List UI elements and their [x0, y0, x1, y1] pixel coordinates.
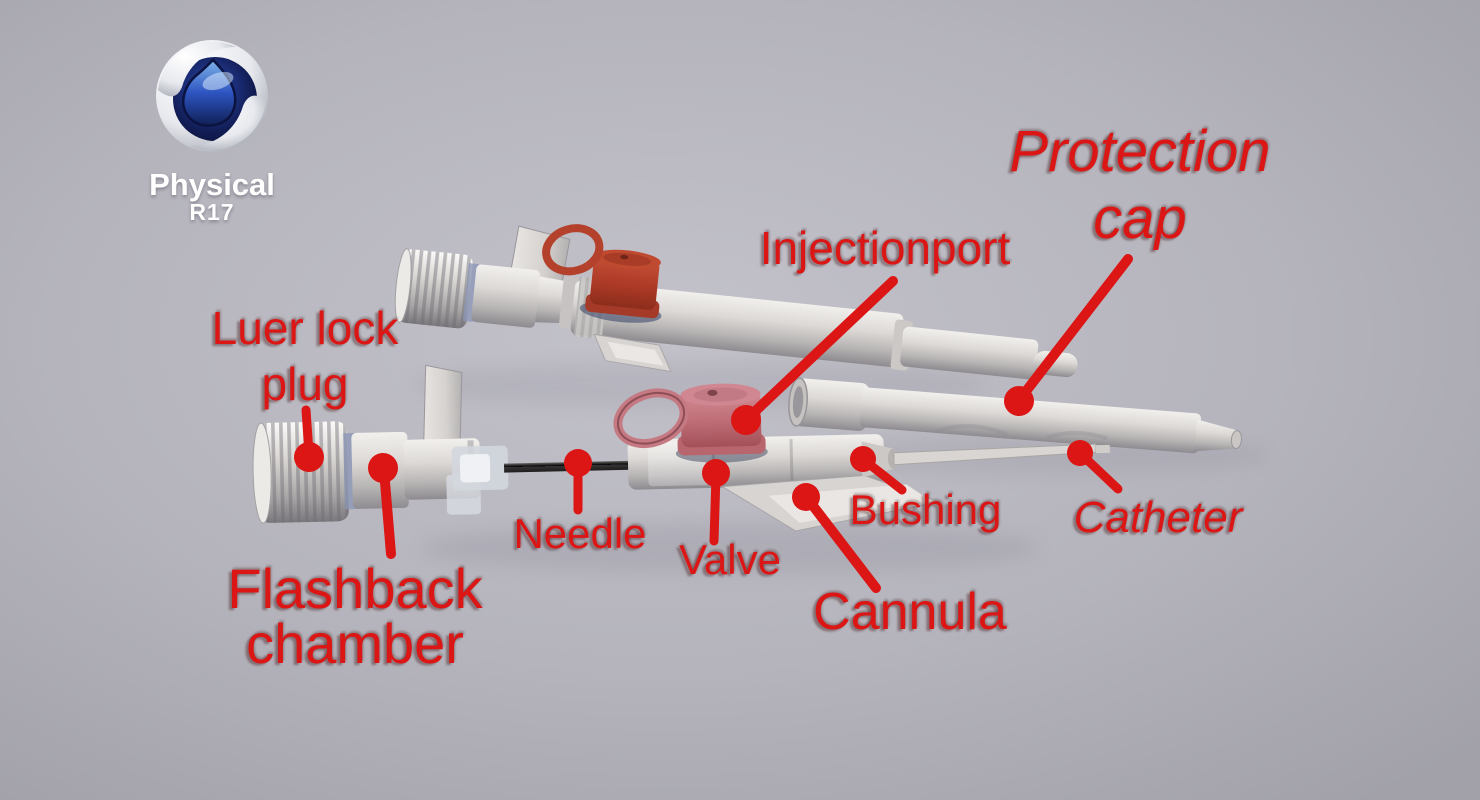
leader-line [1015, 254, 1133, 404]
label-line: Flashback [227, 557, 483, 620]
label-luer-lock-plug: Luer lock plug [195, 300, 415, 412]
top-luer-knob-end [394, 248, 412, 323]
logo-renderer-name: Physical [149, 167, 275, 202]
top-distal-tube [900, 326, 1039, 380]
shadow-under-lower-device [420, 522, 1040, 574]
leader-dot [792, 483, 820, 511]
leader-dot [294, 442, 324, 472]
top-luer-knob-ribs [397, 249, 473, 329]
logo-swirl-arm-bottom [190, 95, 266, 151]
top-foot-wing-highlight [607, 341, 664, 366]
cinema4d-logo-icon [156, 40, 268, 152]
leader-dot [1067, 440, 1093, 466]
label-flashback-chamber: Flashback chamber [195, 557, 515, 675]
label-line: Needle [513, 510, 647, 557]
logo-drop-gloss [202, 71, 234, 91]
label-line: Injectionport [759, 222, 1011, 274]
leader-luer-lock-plug [294, 405, 324, 472]
flashback-knob-ribs [257, 421, 349, 523]
label-needle: Needle [505, 510, 655, 559]
leader-valve [702, 459, 730, 546]
leader-dot [731, 405, 761, 435]
label-valve: Valve [665, 536, 795, 585]
flashback-knob-end [252, 422, 272, 524]
top-luer-blue-ring [462, 263, 479, 322]
cannula-hub-seam-2 [789, 439, 794, 484]
leader-injection-port [731, 276, 898, 435]
label-line: plug [261, 358, 349, 411]
protection-cap-tube [788, 377, 1242, 454]
label-line: Bushing [849, 486, 1002, 533]
leader-lines [294, 254, 1133, 593]
leader-flashback-chamber [368, 453, 398, 559]
leader-dot [564, 449, 592, 477]
protection-cap-mouth [792, 378, 870, 431]
protection-cap-opening-hole [792, 386, 804, 418]
label-protection-cap: Protection cap [975, 118, 1305, 253]
top-port-cap-hole [620, 254, 629, 260]
top-neck-taper [535, 276, 568, 324]
label-injection-port: Injectionport [735, 222, 1035, 275]
pink-cap-top-inner [693, 387, 748, 402]
logo-swirl-arm-top [158, 41, 236, 97]
protection-cap-tip-taper [1194, 419, 1239, 452]
leader-line [742, 276, 898, 424]
leader-dot [1004, 386, 1034, 416]
top-port-cap-handle [542, 224, 604, 276]
label-line: Catheter [1073, 493, 1243, 542]
protection-cap-streaks [936, 424, 1108, 441]
needle-hub-inner [459, 453, 491, 483]
leader-bushing [850, 446, 907, 495]
label-bushing: Bushing [843, 486, 1008, 535]
leader-line [379, 465, 396, 559]
top-port-cap-top-inner [603, 252, 651, 266]
pink-cap-handle-edge [616, 391, 686, 445]
catheter-tip [1095, 444, 1110, 454]
label-line: Protection [1009, 119, 1271, 184]
label-line: Cannula [813, 583, 1007, 641]
cinema4d-logo: Physical R17 [137, 34, 287, 225]
leader-dot [368, 453, 398, 483]
leader-protection-cap [1004, 254, 1133, 416]
pink-cap-hole [707, 389, 718, 396]
top-collar [471, 264, 540, 328]
top-catheter-assembly [394, 224, 1078, 380]
label-line: cap [1093, 186, 1187, 252]
logo-release-version: R17 [189, 199, 235, 225]
label-line: chamber [246, 611, 464, 675]
lower-catheter-assembly [252, 364, 1110, 532]
leader-line [802, 493, 881, 593]
label-cannula: Cannula [790, 582, 1030, 642]
label-catheter: Catheter [1068, 492, 1248, 543]
leader-catheter [1067, 440, 1123, 494]
leader-dot [850, 446, 876, 472]
label-line: Luer lock [211, 302, 399, 354]
leader-needle [564, 449, 592, 515]
leader-cannula [792, 483, 881, 593]
protection-cap-barrel [859, 387, 1202, 454]
protection-cap-tip-end [1230, 430, 1242, 450]
leader-dot [702, 459, 730, 487]
label-line: Valve [679, 536, 781, 583]
